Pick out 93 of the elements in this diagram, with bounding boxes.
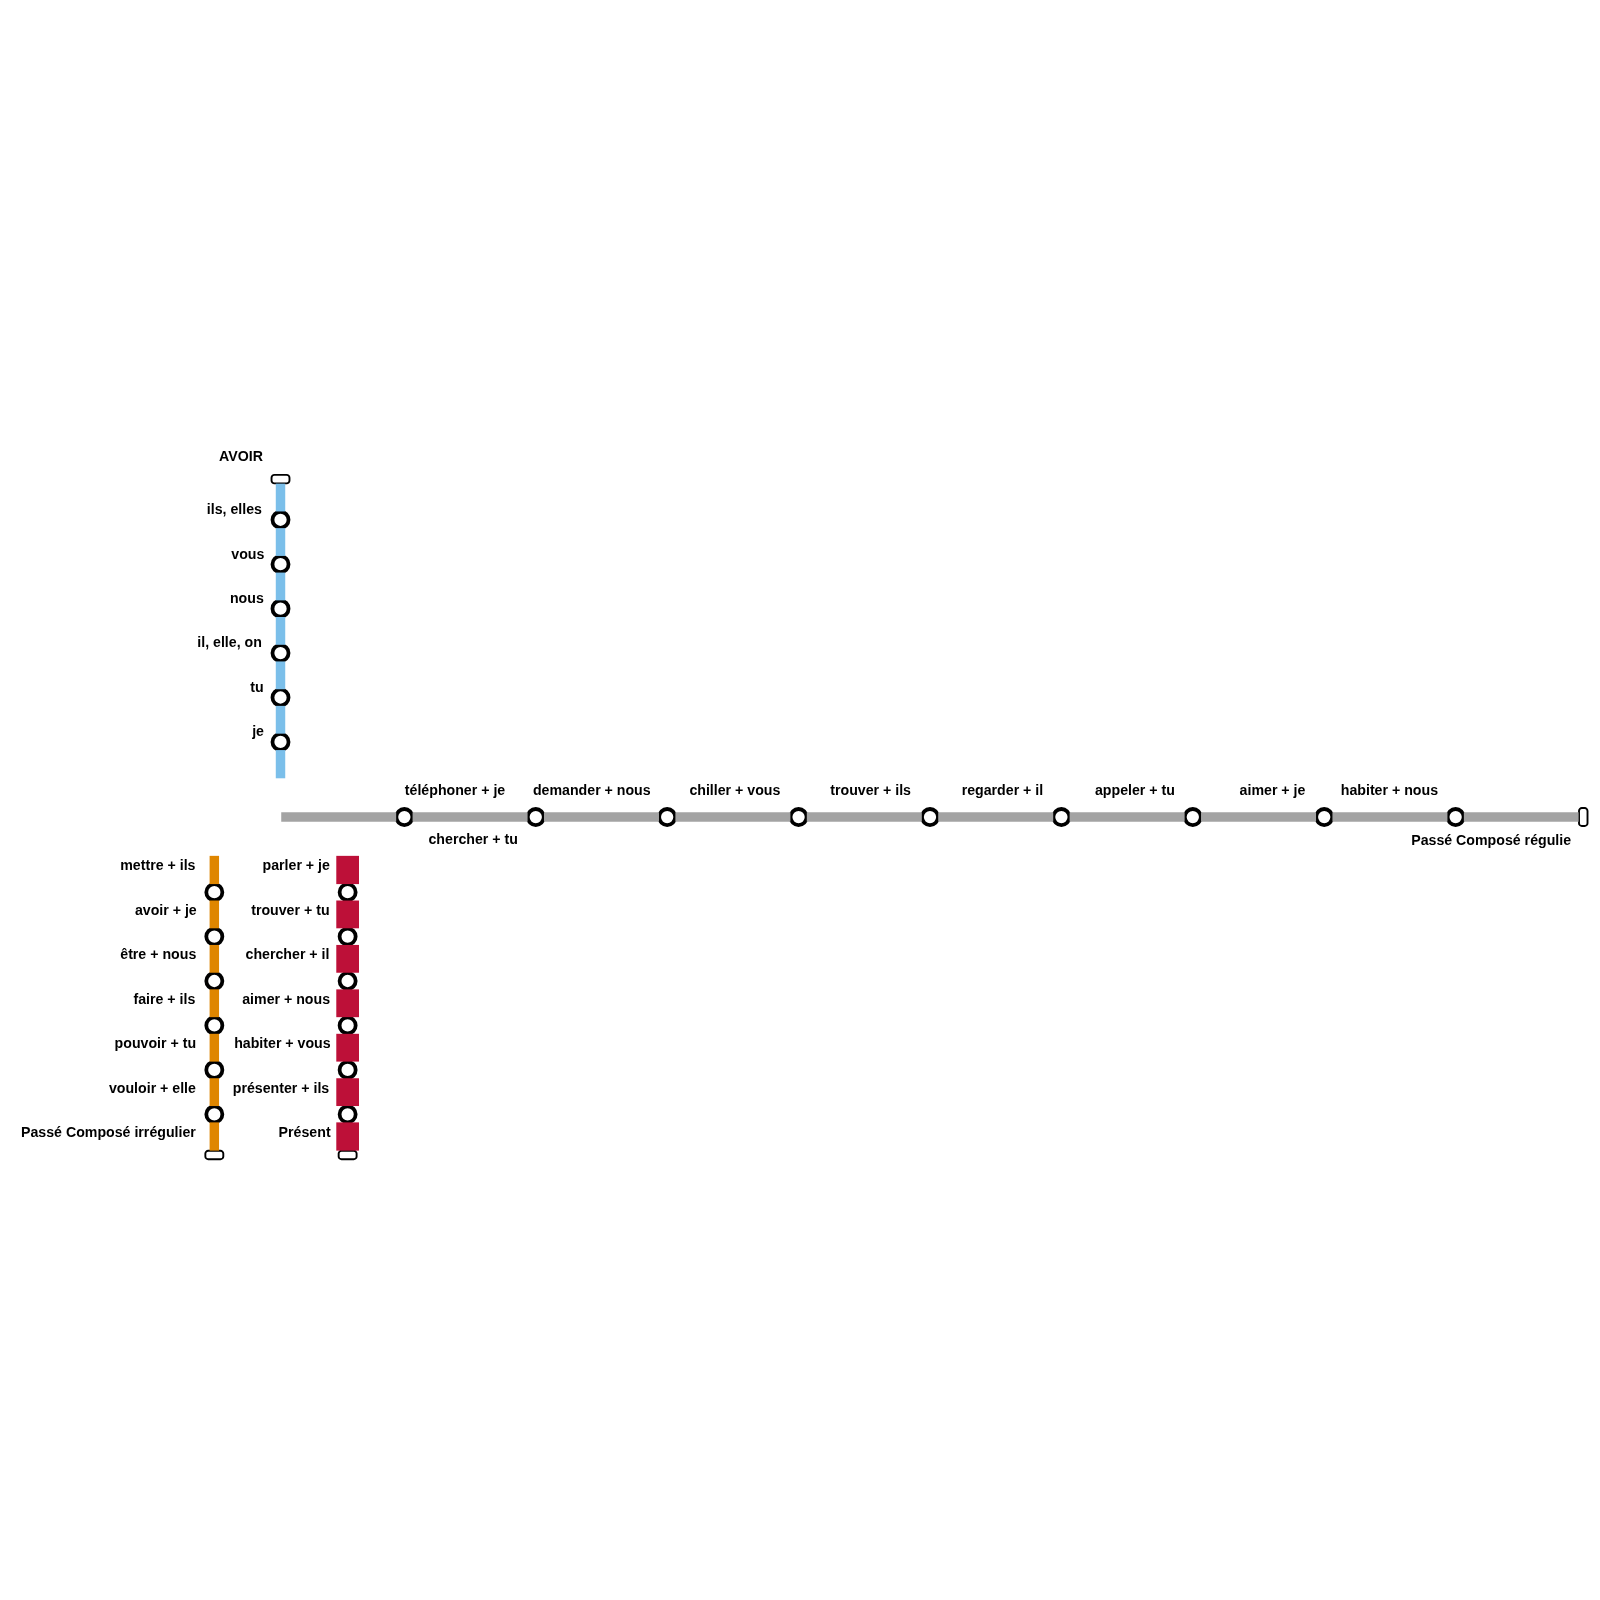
connector bbox=[275, 527, 286, 556]
connector bbox=[938, 811, 1054, 822]
node-label: nous bbox=[229, 589, 264, 606]
connector bbox=[544, 811, 659, 822]
node-label: demander + nous bbox=[532, 781, 651, 798]
node-label: faire + ils bbox=[133, 990, 196, 1007]
connector bbox=[1069, 811, 1185, 822]
node-label: regarder + il bbox=[961, 781, 1044, 798]
node-label: aimer + je bbox=[1239, 781, 1306, 798]
node-label: tu bbox=[250, 678, 264, 695]
node-label: vous bbox=[231, 545, 265, 562]
connector bbox=[336, 855, 359, 884]
node-label: être + nous bbox=[120, 945, 197, 962]
node-box bbox=[1578, 806, 1589, 827]
node-circle bbox=[270, 731, 291, 752]
node-label: chercher + tu bbox=[428, 830, 518, 847]
node-label: AVOIR bbox=[219, 447, 263, 464]
connector bbox=[275, 483, 286, 511]
node-circle bbox=[204, 926, 225, 946]
node-circle bbox=[270, 553, 291, 574]
node-label: Passé Composé irrégulier bbox=[21, 1123, 196, 1140]
connector bbox=[675, 811, 791, 822]
node-label: téléphoner + je bbox=[404, 781, 506, 798]
node-label: parler + je bbox=[262, 856, 330, 873]
node-circle bbox=[204, 1059, 225, 1080]
node-label: habiter + vous bbox=[234, 1034, 331, 1051]
node-circle bbox=[337, 1103, 358, 1124]
node-circle bbox=[204, 970, 225, 991]
connector bbox=[1463, 811, 1579, 822]
connector bbox=[1201, 811, 1317, 822]
connector bbox=[275, 705, 286, 734]
node-circle bbox=[204, 881, 225, 902]
node-label: avoir + je bbox=[134, 901, 197, 918]
connector bbox=[412, 811, 528, 822]
connector bbox=[336, 1077, 359, 1106]
node-label: trouver + tu bbox=[251, 901, 330, 918]
node-label: Passé Composé régulie bbox=[1411, 831, 1572, 848]
node-circle bbox=[1051, 806, 1072, 827]
node-circle bbox=[270, 642, 291, 663]
connector bbox=[209, 1033, 220, 1062]
node-label: il, elle, on bbox=[197, 633, 262, 650]
connector bbox=[209, 988, 220, 1017]
connector bbox=[209, 944, 220, 973]
node-circle bbox=[337, 1015, 358, 1035]
node-circle bbox=[788, 806, 809, 827]
node-label: chercher + il bbox=[245, 945, 330, 962]
node-label: trouver + ils bbox=[830, 781, 911, 798]
node-circle bbox=[337, 881, 358, 902]
node-label: aimer + nous bbox=[242, 990, 331, 1007]
node-label: mettre + ils bbox=[120, 856, 196, 873]
node-label: Présent bbox=[278, 1123, 331, 1140]
node-circle bbox=[270, 509, 291, 530]
node-label: je bbox=[252, 722, 264, 739]
node-circle bbox=[1445, 806, 1466, 827]
connector bbox=[1332, 811, 1448, 822]
connector bbox=[209, 855, 220, 884]
connector bbox=[275, 572, 286, 600]
node-circle bbox=[204, 1103, 225, 1124]
node-circle bbox=[657, 806, 678, 827]
node-circle bbox=[337, 926, 358, 946]
node-circle bbox=[1182, 806, 1203, 827]
node-label: vouloir + elle bbox=[108, 1079, 196, 1096]
connector bbox=[209, 1121, 220, 1151]
node-circle bbox=[1314, 806, 1335, 827]
connector bbox=[336, 944, 359, 973]
connector bbox=[336, 1121, 359, 1151]
node-box bbox=[204, 1149, 225, 1160]
connector bbox=[806, 811, 922, 822]
node-label: appeler + tu bbox=[1094, 781, 1175, 798]
connector bbox=[275, 616, 286, 645]
connector bbox=[336, 1033, 359, 1062]
node-label: chiller + vous bbox=[689, 781, 781, 798]
node-circle bbox=[204, 1015, 225, 1035]
connector bbox=[336, 988, 359, 1017]
node-label: habiter + nous bbox=[1340, 781, 1439, 798]
node-label: pouvoir + tu bbox=[114, 1034, 197, 1051]
node-circle bbox=[270, 687, 291, 707]
connector bbox=[281, 811, 397, 822]
node-box bbox=[270, 473, 291, 484]
connector bbox=[209, 1077, 220, 1106]
node-circle bbox=[920, 806, 940, 827]
node-label: présenter + ils bbox=[232, 1079, 330, 1096]
node-circle bbox=[337, 970, 358, 991]
connector bbox=[209, 900, 220, 928]
connector bbox=[275, 749, 286, 778]
connector bbox=[336, 900, 359, 928]
node-label: ils, elles bbox=[206, 500, 262, 517]
node-circle bbox=[394, 806, 415, 827]
node-circle bbox=[337, 1059, 358, 1080]
node-circle bbox=[270, 598, 291, 619]
node-circle bbox=[525, 806, 546, 827]
connector bbox=[275, 660, 286, 689]
node-box bbox=[337, 1149, 358, 1160]
